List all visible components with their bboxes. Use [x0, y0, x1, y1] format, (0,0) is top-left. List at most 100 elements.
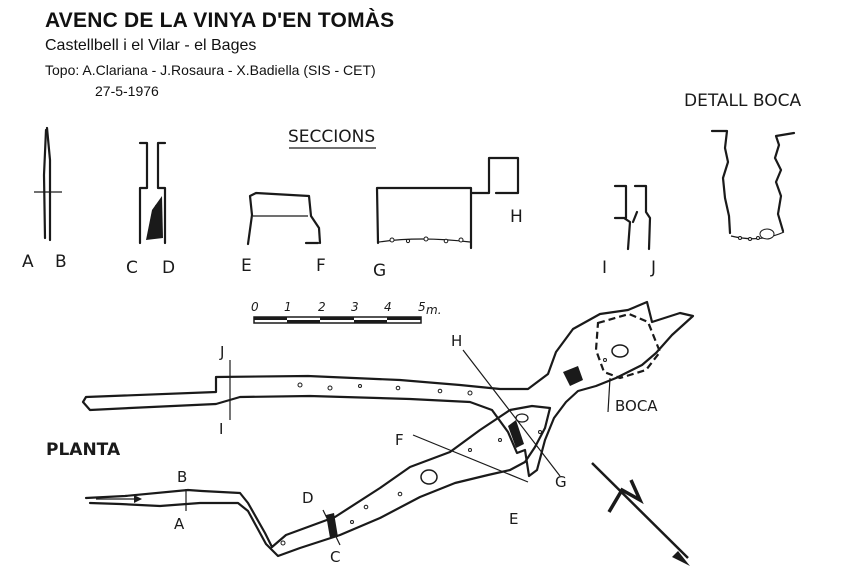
plan-boca-leader [607, 377, 611, 413]
gravel-stone [423, 236, 429, 242]
scale-tick-0: 0 [251, 300, 259, 314]
scale-bar-segment [387, 317, 421, 320]
gravel-stone [748, 237, 752, 241]
plan-heading: PLANTA [46, 440, 121, 460]
sections-heading: SECCIONS [288, 127, 375, 147]
gravel-stone [538, 430, 542, 434]
plan-boulder [326, 513, 338, 538]
section-g-h-outline [375, 156, 520, 250]
scale-unit: m. [426, 303, 442, 317]
plan-gravel [280, 358, 607, 546]
north-arrow-shaft [591, 462, 689, 559]
plan-marker-f: F [395, 431, 404, 449]
plan-marker-a: A [174, 515, 185, 533]
section-label-a: A [22, 252, 34, 272]
gravel-stone [603, 358, 607, 362]
gravel-stone [467, 390, 473, 396]
gravel-stone [350, 520, 354, 524]
scale-bar-segment [254, 317, 287, 320]
scale-bar-segment [354, 320, 387, 323]
gravel-stone [327, 385, 333, 391]
plan-flow-arrow-icon [134, 495, 142, 503]
entrance-detail-heading: DETALL BOCA [684, 91, 801, 111]
survey-location: Castellbell i el Vilar - el Bages [45, 37, 257, 54]
section-c-d [138, 141, 167, 245]
plan-boulder [563, 366, 583, 386]
gravel-stone [395, 385, 401, 391]
plan-marker-b: B [177, 468, 187, 486]
plan-upper-gallery [81, 300, 695, 478]
section-label-b: B [55, 252, 67, 272]
plan-entrance-outline [594, 312, 662, 380]
plan-rock [611, 344, 629, 358]
scale-tick-2: 2 [318, 300, 326, 314]
section-g-h-gravel [389, 236, 464, 244]
section-g-h [375, 156, 520, 250]
plan-lower-passage [84, 404, 552, 558]
scale-bar [253, 316, 422, 324]
scale-bar-segment [320, 317, 354, 320]
north-arrow-head [672, 551, 690, 566]
section-c-d-outline [138, 141, 167, 245]
section-label-e: E [241, 256, 252, 276]
plan-view [81, 300, 695, 558]
survey-title: AVENC DE LA VINYA D'EN TOMÀS [45, 9, 395, 32]
gravel-stone [358, 384, 362, 388]
gravel-stone [468, 448, 472, 452]
plan-marker-c: C [330, 548, 340, 566]
section-label-h: H [510, 207, 523, 227]
plan-marker-d: D [302, 489, 314, 507]
scale-tick-3: 3 [351, 300, 359, 314]
gravel-stone [297, 382, 303, 388]
plan-marker-e: E [509, 510, 518, 528]
gravel-stone [363, 504, 369, 510]
plan-marker-j: J [219, 343, 224, 361]
section-i-j [613, 184, 652, 251]
plan-cut-e-f [412, 434, 529, 483]
survey-credits: Topo: A.Clariana - J.Rosaura - X.Badiell… [45, 62, 376, 78]
gravel-stone [437, 388, 443, 394]
section-i-j-outline [613, 184, 652, 251]
section-label-d: D [162, 258, 175, 278]
gravel-stone [443, 238, 449, 244]
plan-marker-g: G [555, 473, 567, 491]
section-c-d-hatch [147, 203, 161, 239]
scale-tick-4: 4 [384, 300, 392, 314]
north-arrow-n-glyph [607, 479, 644, 513]
gravel-stone [280, 540, 286, 546]
section-e-f-outline [246, 191, 322, 246]
section-label-c: C [126, 258, 138, 278]
gravel-stone [405, 238, 411, 244]
section-a-b [34, 126, 62, 242]
entrance-detail-outline [710, 129, 796, 235]
plan-rock [420, 469, 438, 485]
section-label-f: F [316, 256, 326, 276]
entrance-boulder [759, 228, 775, 240]
gravel-stone [397, 491, 403, 497]
plan-marker-h: H [451, 332, 462, 350]
section-label-i: I [602, 258, 607, 278]
gravel-stone [498, 438, 502, 442]
section-a-b-outline [45, 126, 52, 242]
gravel-stone [389, 237, 395, 243]
gravel-stone [738, 236, 742, 240]
entrance-detail [710, 129, 796, 241]
plan-cut-g-h [462, 349, 561, 477]
section-label-j: J [650, 258, 656, 278]
north-arrow-icon [591, 462, 690, 566]
gravel-stone [756, 236, 760, 240]
scale-bar-segment [287, 320, 320, 323]
scale-tick-5: 5 [418, 300, 426, 314]
gravel-stone [458, 237, 464, 243]
plan-boulder [508, 420, 524, 448]
survey-date: 27-5-1976 [95, 83, 159, 99]
section-a-b-wall [42, 128, 48, 240]
section-e-f [246, 191, 322, 246]
plan-cut-c-d [322, 509, 341, 546]
scale-tick-1: 1 [284, 300, 292, 314]
plan-entrance-label: BOCA [615, 397, 658, 415]
section-label-g: G [373, 261, 386, 281]
plan-marker-i: I [219, 420, 223, 438]
